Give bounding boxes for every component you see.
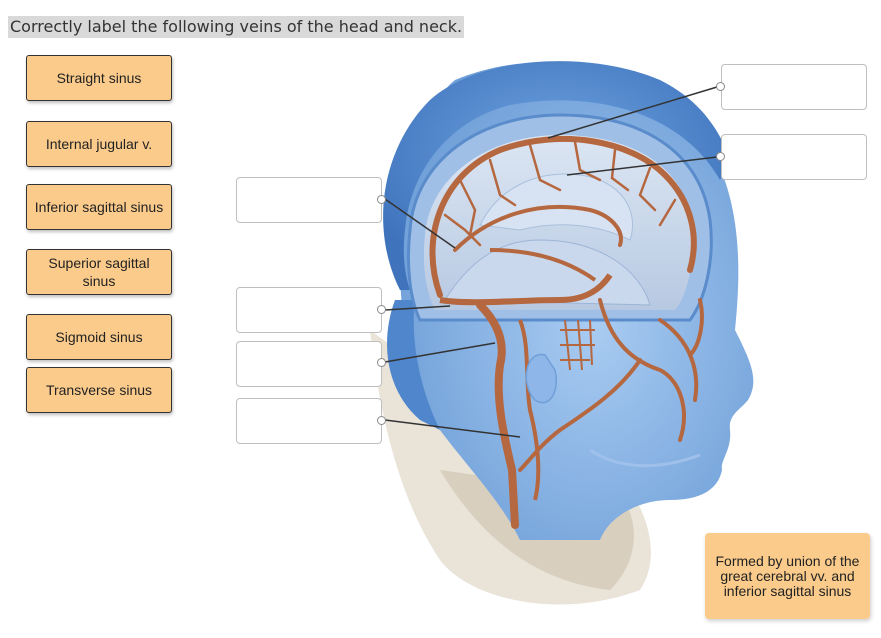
leader-line-3 (384, 198, 456, 249)
drop-target-6[interactable] (236, 398, 382, 444)
label-inferior-sagittal-sinus[interactable]: Inferior sagittal sinus (26, 184, 172, 230)
label-internal-jugular[interactable]: Internal jugular v. (26, 121, 172, 167)
anchor-dot-2 (716, 152, 725, 161)
drop-target-4[interactable] (236, 287, 382, 333)
drop-target-1[interactable] (721, 64, 867, 110)
leader-line-1 (547, 86, 718, 139)
leader-line-4 (384, 305, 451, 311)
label-sigmoid-sinus[interactable]: Sigmoid sinus (26, 314, 172, 360)
hint-card[interactable]: Formed by union of the great cerebral vv… (705, 533, 870, 619)
instruction-text: Correctly label the following veins of t… (8, 16, 465, 38)
label-transverse-sinus[interactable]: Transverse sinus (26, 367, 172, 413)
leader-line-6 (384, 419, 521, 438)
leader-line-5 (384, 342, 496, 363)
hair (383, 61, 730, 290)
drop-target-3[interactable] (236, 177, 382, 223)
label-superior-sagittal-sinus[interactable]: Superior sagittal sinus (26, 249, 172, 295)
anchor-dot-6 (377, 416, 386, 425)
anchor-dot-5 (377, 358, 386, 367)
anchor-dot-3 (377, 195, 386, 204)
drop-target-5[interactable] (236, 341, 382, 387)
anchor-dot-4 (377, 305, 386, 314)
drop-target-2[interactable] (721, 134, 867, 180)
label-straight-sinus[interactable]: Straight sinus (26, 55, 172, 101)
anchor-dot-1 (716, 82, 725, 91)
leader-line-2 (566, 156, 718, 176)
